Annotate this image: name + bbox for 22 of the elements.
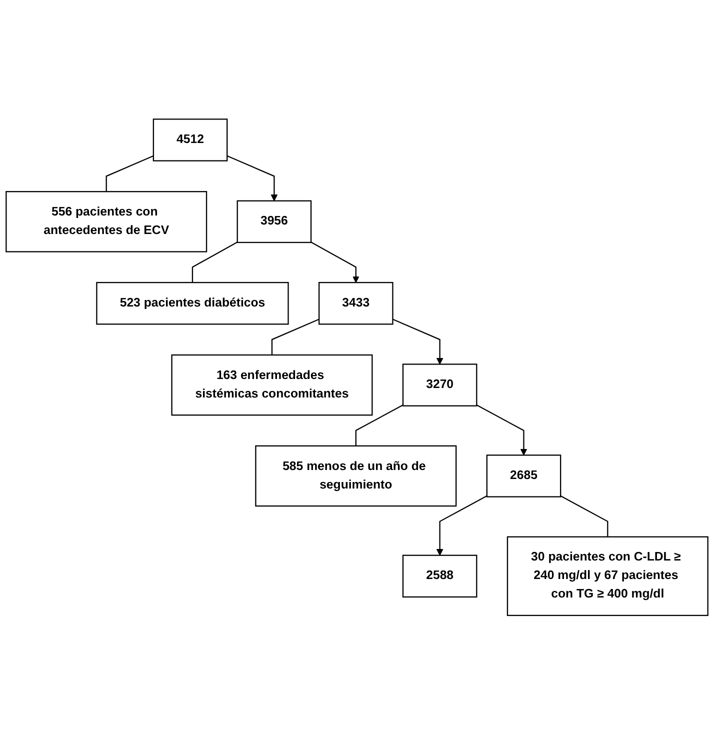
arrow	[436, 496, 488, 556]
arrow	[310, 242, 360, 284]
arrow	[392, 318, 444, 365]
connector	[560, 496, 608, 538]
node-box	[152, 118, 228, 162]
connector	[106, 156, 154, 192]
arrow	[476, 404, 528, 456]
node-box	[486, 454, 562, 498]
node-box	[318, 282, 394, 325]
flowchart: 4512 556 pacientes con antecedentes de ECV 3956 523 pacientes diabéticos 3433 163 enfermedades sistémicas concomitantes 3270 585 menos de un año de seguimiento 2685 30 pacientes con C-LDL ≥ 240 mg/dl y 67 pacientes con TG ≥ 400 mg/dl 2588	[0, 113, 714, 622]
node-box	[96, 282, 289, 325]
node-box	[236, 200, 312, 244]
node-box	[402, 554, 478, 598]
node-box	[255, 446, 457, 507]
arrow	[226, 156, 278, 202]
node-box	[6, 191, 208, 252]
connector	[192, 242, 238, 283]
connector	[271, 318, 320, 356]
node-box	[506, 536, 708, 616]
connector	[355, 404, 404, 446]
node-box	[171, 354, 373, 416]
node-box	[402, 364, 478, 407]
